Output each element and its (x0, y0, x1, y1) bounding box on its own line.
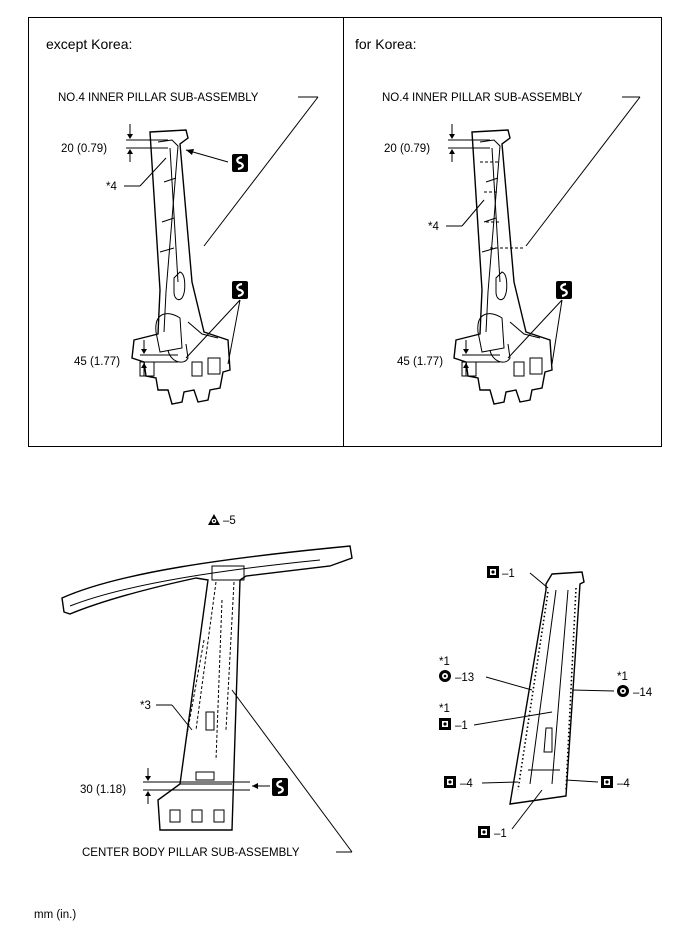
panel-title-right: for Korea: (355, 36, 416, 52)
panel-frame-right (343, 17, 662, 447)
square-spot-weld-icon (487, 566, 499, 578)
ref-14: *1 (617, 671, 628, 683)
weld-right-4: –4 (617, 778, 630, 790)
triangle-weld-icon (208, 514, 220, 525)
callout-4-right: *4 (428, 221, 439, 233)
weld-13: –13 (455, 672, 474, 684)
dim-top-right: 20 (0.79) (384, 143, 430, 155)
square-spot-weld-icon (444, 776, 456, 788)
small-pillar-drawing (509, 571, 585, 805)
square-spot-weld-icon (478, 826, 490, 838)
square-spot-weld-icon (601, 776, 613, 788)
dim-top-left: 20 (0.79) (61, 143, 107, 155)
weld-14: –14 (633, 687, 653, 699)
cut-symbol-icon (270, 776, 290, 798)
unit-label: mm (in.) (34, 909, 76, 921)
weld-left-4: –4 (460, 778, 473, 790)
square-spot-weld-icon (439, 718, 451, 730)
center-pillar-drawing (61, 545, 353, 831)
part-label-right: NO.4 INNER PILLAR SUB-ASSEMBLY (382, 92, 583, 104)
part-label-left: NO.4 INNER PILLAR SUB-ASSEMBLY (58, 92, 259, 104)
ref-mid: *1 (439, 703, 450, 715)
circle-spot-weld-icon (439, 670, 451, 682)
cut-symbol-icon (230, 152, 250, 174)
dim-center: 30 (1.18) (80, 784, 126, 796)
ref-13: *1 (439, 656, 450, 668)
center-pillar-label: CENTER BODY PILLAR SUB-ASSEMBLY (82, 847, 300, 859)
inner-pillar-drawing-right (453, 129, 553, 405)
circle-spot-weld-icon (617, 685, 629, 697)
weld-count-5: –5 (223, 515, 236, 527)
callout-3: *3 (140, 700, 151, 712)
dim-bottom-right: 45 (1.77) (397, 356, 443, 368)
weld-bottom-1: –1 (494, 828, 507, 840)
cut-symbol-icon (554, 279, 574, 301)
inner-pillar-drawing-left (131, 129, 231, 405)
panel-title-left: except Korea: (46, 36, 132, 52)
weld-top-1: –1 (502, 568, 515, 580)
weld-mid-1: –1 (455, 720, 468, 732)
callout-4-left: *4 (106, 181, 117, 193)
cut-symbol-icon (230, 279, 250, 301)
dim-bottom-left: 45 (1.77) (74, 356, 120, 368)
